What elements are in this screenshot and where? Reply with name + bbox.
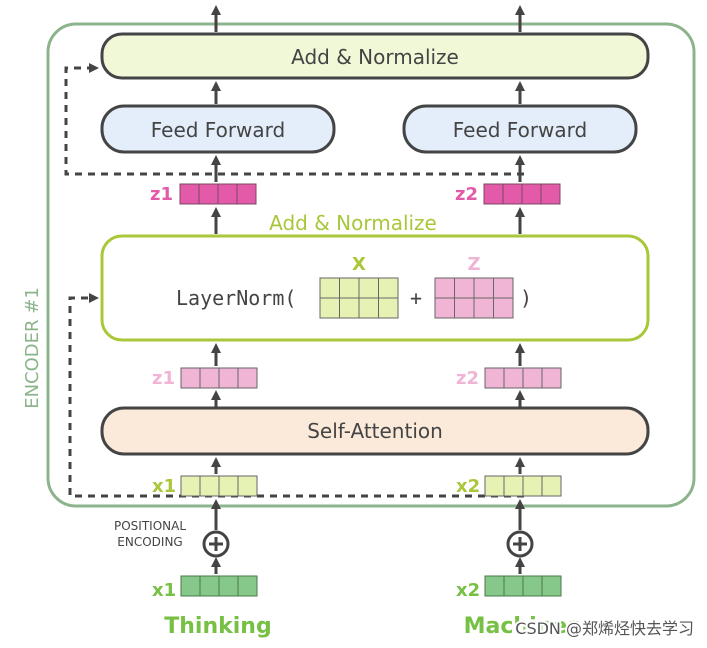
positional-encoding-line2: ENCODING (117, 535, 182, 549)
positional-add-left-icon (202, 530, 230, 558)
x2-inner-vector (484, 475, 562, 497)
x1-inner-label: x1 (152, 476, 176, 497)
x2-input-label: x2 (456, 580, 480, 601)
residual-path-bottom (68, 293, 524, 498)
self-attention-box (100, 406, 650, 456)
z2-mid-label: z2 (456, 368, 479, 389)
z1-mid-vector (180, 367, 258, 389)
x1-input-vector (180, 575, 258, 597)
layernorm-prefix: LayerNorm( (176, 286, 296, 310)
self-attention-label: Self-Attention (307, 419, 443, 443)
encoder-label: ENCODER #1 (22, 287, 43, 409)
layernorm-plus: + (410, 286, 422, 310)
watermark: CSDN @郑烯烃快去学习 (515, 619, 694, 638)
word-machines: Machines (464, 614, 581, 639)
x2-inner-label: x2 (456, 476, 480, 497)
layernorm-suffix: ) (520, 286, 532, 310)
z1-top-vector (179, 183, 257, 205)
positional-encoding-line1: POSITIONAL (114, 519, 186, 533)
x-matrix-label: X (352, 254, 366, 275)
residual-path-top (64, 63, 524, 176)
feed-forward-left-box (100, 104, 336, 154)
feed-forward-left-label: Feed Forward (151, 118, 286, 142)
z-matrix (434, 277, 514, 319)
x-matrix (319, 277, 399, 319)
add-normalize-top-label: Add & Normalize (291, 45, 459, 69)
watermark-text: CSDN @郑烯烃快去学习 (515, 619, 694, 638)
z2-top-label: z2 (455, 184, 478, 205)
positional-add-right-icon (506, 530, 534, 558)
x1-input-label: x1 (152, 580, 176, 601)
z2-top-vector (483, 183, 561, 205)
z-matrix-label: Z (467, 254, 480, 275)
x1-inner-vector (180, 475, 258, 497)
z2-mid-vector (484, 367, 562, 389)
word-thinking: Thinking (164, 614, 271, 639)
add-normalize-mid-label: Add & Normalize (269, 211, 437, 235)
feed-forward-right-label: Feed Forward (453, 118, 588, 142)
add-normalize-top-box (100, 32, 650, 80)
feed-forward-right-box (402, 104, 638, 154)
z1-mid-label: z1 (152, 368, 175, 389)
encoder-container (46, 22, 696, 508)
x2-input-vector (484, 575, 562, 597)
z1-top-label: z1 (150, 184, 173, 205)
